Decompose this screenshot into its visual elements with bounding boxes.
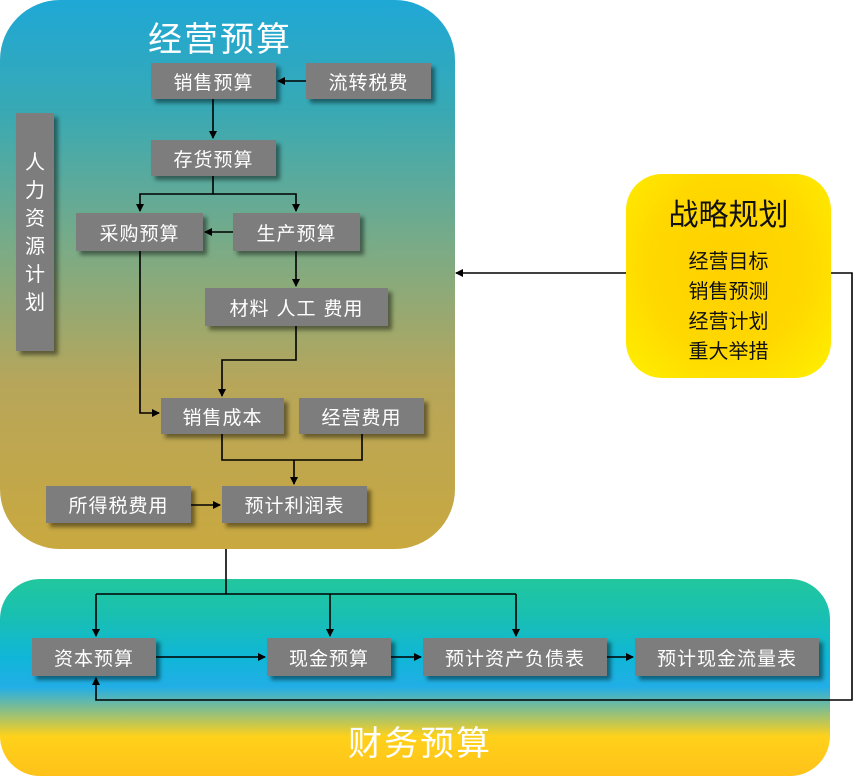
strategy-item-operating-plan: 经营计划 xyxy=(688,309,769,333)
strategy-item-major-initiatives: 重大举措 xyxy=(688,339,769,363)
capital-budget-box: 资本预算 xyxy=(32,638,156,676)
cost-of-sales-box: 销售成本 xyxy=(161,398,284,434)
strategy-title: 战略规划 xyxy=(668,198,789,233)
operating-expenses-box: 经营费用 xyxy=(299,398,424,434)
projected-cash-flow-box: 预计现金流量表 xyxy=(635,638,819,676)
human-resource-char: 人 xyxy=(25,150,45,174)
human-resource-char: 资 xyxy=(25,206,45,230)
cash-budget-box: 现金预算 xyxy=(267,638,391,676)
strategy-item-operating-goals: 经营目标 xyxy=(688,249,769,273)
human-resource-char: 计 xyxy=(25,262,45,286)
human-resource-char: 划 xyxy=(25,290,45,314)
production-budget-box: 生产预算 xyxy=(233,213,360,251)
operating-budget-title: 经营预算 xyxy=(148,20,292,60)
human-resource-char: 力 xyxy=(25,178,45,202)
income-tax-expense-box: 所得税费用 xyxy=(46,486,191,523)
strategy-item-sales-forecast: 销售预测 xyxy=(688,279,769,303)
sales-budget-box: 销售预算 xyxy=(151,63,276,99)
turnover-tax-box: 流转税费 xyxy=(306,63,431,99)
strategy-items: 经营目标 销售预测 经营计划 重大举措 xyxy=(626,246,831,366)
inventory-budget-box: 存货预算 xyxy=(151,140,276,176)
material-labor-cost-box: 材料 人工 费用 xyxy=(205,288,388,326)
strategy-planning-panel: 战略规划 经营目标 销售预测 经营计划 重大举措 xyxy=(626,174,831,378)
purchase-budget-box: 采购预算 xyxy=(76,213,203,251)
financial-budget-title: 财务预算 xyxy=(348,724,492,764)
human-resource-char: 源 xyxy=(25,234,45,258)
projected-income-statement-box: 预计利润表 xyxy=(222,486,367,523)
human-resource-plan-box: 人力资源计划 xyxy=(16,113,54,351)
projected-balance-sheet-box: 预计资产负债表 xyxy=(423,638,607,676)
